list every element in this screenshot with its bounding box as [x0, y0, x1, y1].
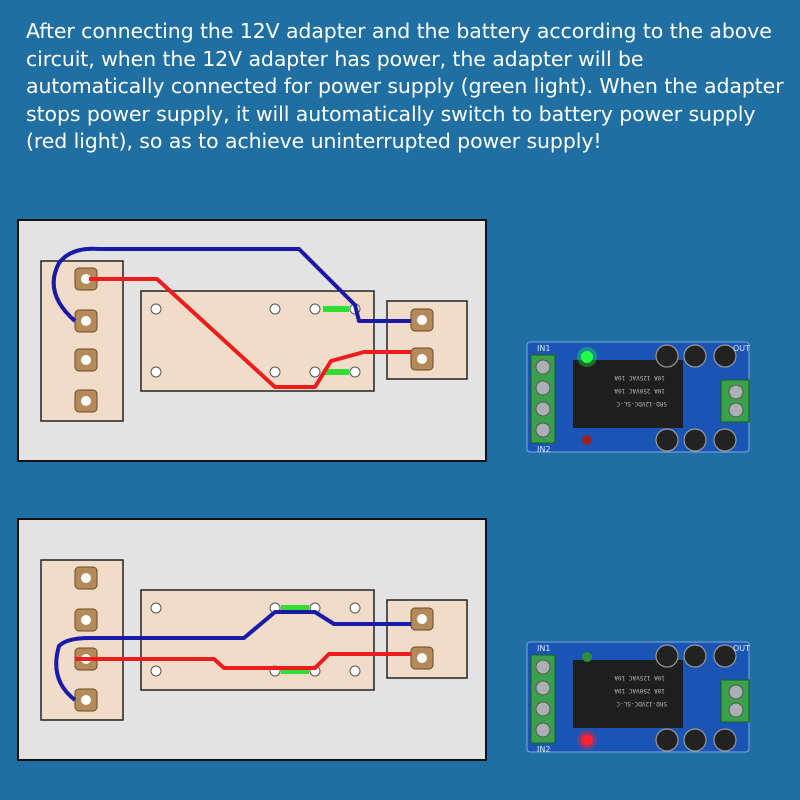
blue-wire	[54, 610, 411, 702]
led-red	[581, 734, 593, 746]
svg-text:SRD-12VDC-SL-C: SRD-12VDC-SL-C	[616, 400, 667, 407]
svg-text:10A 250VAC 10A: 10A 250VAC 10A	[614, 387, 665, 394]
label-in2: IN2	[537, 745, 550, 754]
ups-module-photo-green-light: SRD-12VDC-SL-C 10A 250VAC 10A 10A 125VAC…	[525, 340, 755, 454]
caption-text: After connecting the 12V adapter and the…	[26, 19, 784, 153]
red-wire	[89, 277, 411, 389]
svg-text:10A 125VAC 10A: 10A 125VAC 10A	[614, 374, 665, 381]
label-in1: IN1	[537, 344, 550, 353]
svg-text:10A 250VAC 10A: 10A 250VAC 10A	[614, 687, 665, 694]
wiring-diagram-adapter-mode	[17, 219, 487, 462]
label-out: OUT	[733, 644, 750, 653]
label-out: OUT	[733, 344, 750, 353]
svg-text:10A 125VAC 10A: 10A 125VAC 10A	[614, 674, 665, 681]
led-green	[582, 652, 592, 662]
wiring-diagram-battery-mode	[17, 518, 487, 761]
blue-wire	[51, 246, 411, 323]
svg-text:SRD-12VDC-SL-C: SRD-12VDC-SL-C	[616, 700, 667, 707]
label-in2: IN2	[537, 445, 550, 454]
led-red	[582, 435, 592, 445]
label-in1: IN1	[537, 644, 550, 653]
led-green	[581, 351, 593, 363]
red-wire	[75, 652, 411, 670]
ups-module-photo-red-light: SRD-12VDC-SL-C 10A 250VAC 10A 10A 125VAC…	[525, 640, 755, 754]
